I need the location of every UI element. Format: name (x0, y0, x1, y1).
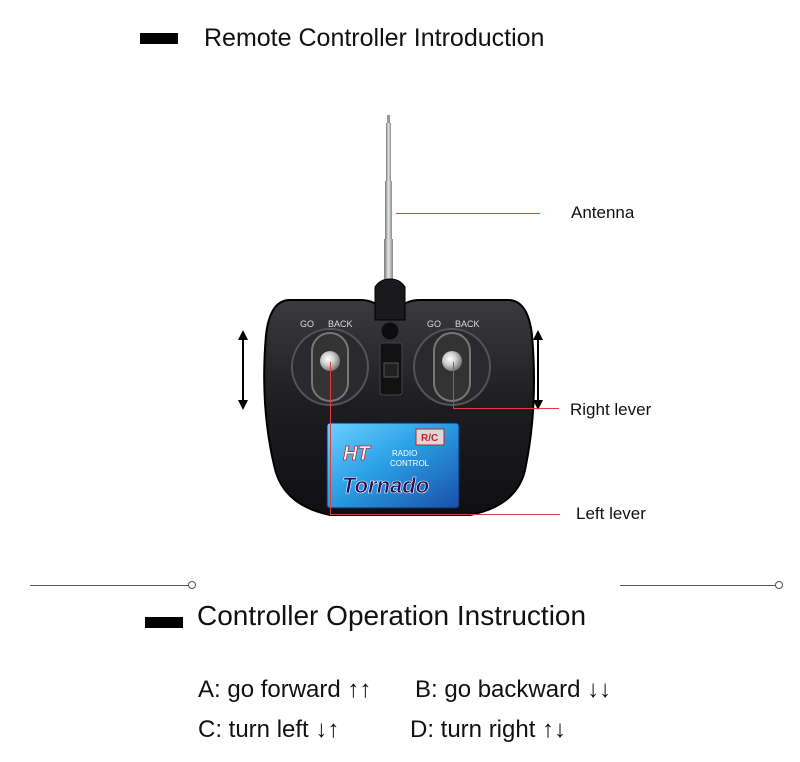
left-vertical-arrow-icon (238, 330, 248, 410)
remote-controller-image: GO BACK GO BACK R/C HT RADIO CONTROL Tor… (263, 115, 535, 516)
brand-line1: RADIO (392, 449, 417, 458)
model-name: Tornado (342, 473, 429, 498)
antenna-label: Antenna (571, 203, 635, 222)
divider-left-dot (188, 581, 196, 589)
antenna-leader-line (396, 213, 540, 214)
right-go-label: GO (427, 319, 441, 329)
left-go-label: GO (300, 319, 314, 329)
left-lever-label: Left lever (576, 504, 646, 523)
brand-line2: CONTROL (390, 459, 430, 468)
divider-left (30, 585, 190, 586)
right-lever-leader-drop (453, 362, 454, 408)
instruction-b: B: go backward ↓↓ (415, 676, 612, 703)
left-lever-leader-line (330, 514, 560, 515)
left-lever-leader-drop (330, 362, 331, 514)
instruction-c: C: turn left ↓↑ (198, 716, 340, 743)
page-title: Remote Controller Introduction (204, 24, 545, 52)
right-vertical-arrow-icon (533, 330, 543, 410)
section-marker (145, 617, 183, 628)
antenna (384, 115, 393, 279)
left-back-label: BACK (328, 319, 353, 329)
brand-mark: HT (343, 443, 371, 465)
right-back-label: BACK (455, 319, 480, 329)
section-marker (140, 33, 178, 44)
right-lever-label: Right lever (570, 400, 652, 419)
instructions-title: Controller Operation Instruction (197, 600, 587, 631)
divider-right (620, 585, 778, 586)
right-lever (413, 328, 491, 406)
divider-right-dot (775, 581, 783, 589)
brand-sticker: R/C HT RADIO CONTROL Tornado (326, 422, 460, 509)
instruction-d: D: turn right ↑↓ (410, 716, 567, 743)
instruction-a: A: go forward ↑↑ (198, 676, 372, 703)
right-lever-leader-line (453, 408, 559, 409)
rc-badge: R/C (421, 433, 438, 444)
